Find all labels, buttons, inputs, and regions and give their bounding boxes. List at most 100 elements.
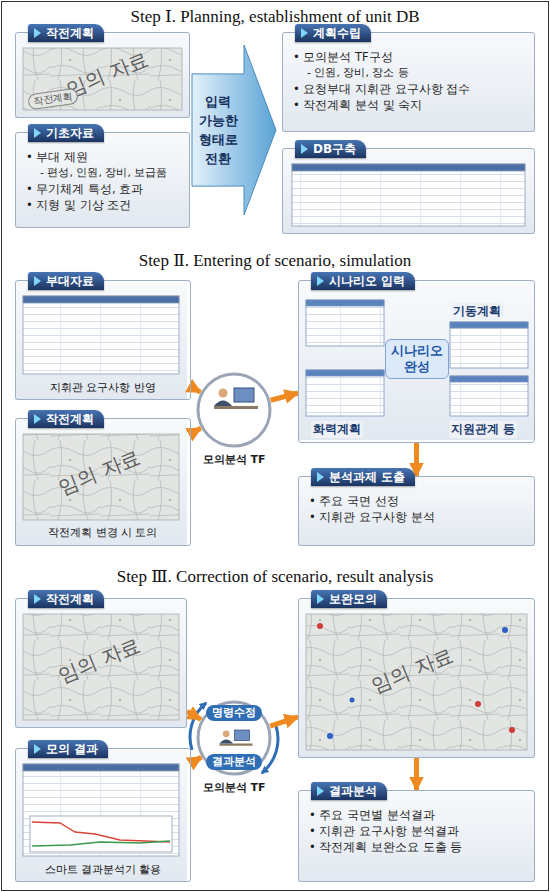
monitor [234, 388, 254, 402]
operator-circle: 모의분석 TF [196, 372, 272, 448]
scenario-windows [306, 300, 528, 416]
map-image [23, 434, 179, 520]
center-badge: 시나리오 완성 [385, 339, 449, 379]
window-thumb [450, 376, 528, 416]
panel-heading: 분석과제 도출 [311, 468, 415, 486]
desk [214, 406, 258, 409]
head [223, 730, 230, 737]
bullet-list: • 모의분석 TF구성- 인원, 장비, 장소 등• 요청부대 지휘관 요구사항… [293, 49, 470, 113]
window-label: 기동계획 [451, 303, 503, 320]
head [219, 389, 228, 398]
map-image [306, 614, 527, 750]
panel-heading: 작전계획 [28, 410, 104, 428]
panel-fill [298, 476, 535, 546]
content-panel: 기초자료• 부대 제원- 편성, 인원, 장비, 보급품• 무기체계 특성, 효… [15, 132, 190, 228]
operator-icon [214, 388, 258, 409]
map-image [23, 614, 179, 720]
panel-heading: 부대자료 [28, 272, 104, 290]
content-panel: 계획수립• 모의분석 TF구성- 인원, 장비, 장소 등• 요청부대 지휘관 … [282, 32, 535, 132]
panel-heading: DB구축 [295, 140, 366, 158]
bullet-list: • 주요 국면별 분석결과• 지휘관 요구사항 분석결과• 작전계획 보완소요 … [309, 807, 462, 855]
panel-heading: 작전계획 [28, 590, 104, 608]
content-panel: 분석과제 도출• 주요 국면 선정• 지휘관 요구사항 분석 [298, 476, 535, 546]
bullet-item: • 주요 국면별 분석결과 [309, 807, 462, 823]
content-panel: 작전계획임의 자료작전계획 [15, 32, 190, 118]
monitor [235, 730, 250, 741]
window-thumb [306, 300, 384, 346]
image-caption: 작전계획 변경 시 토의 [16, 526, 190, 540]
circle-label: 모의분석 TF [201, 452, 268, 467]
title-bar [450, 376, 528, 382]
flow-arrow [191, 387, 200, 392]
panel-heading: 보완모의 [311, 590, 387, 608]
image-caption: 지휘관 요구사항 반영 [16, 381, 190, 395]
bullet-item: • 작전계획 보완소요 도출 등 [309, 839, 462, 855]
unit-marker [502, 627, 508, 633]
bullet-item: • 주요 국면 선정 [309, 493, 435, 509]
title-bar [23, 296, 179, 303]
bullet-item: • 지휘관 요구사항 분석결과 [309, 823, 462, 839]
image-caption: 스마트 결과분석기 활용 [16, 863, 190, 877]
panel-fill [298, 598, 535, 758]
bullet-item: • 모의분석 TF구성 [293, 49, 470, 65]
map-watermark: 임의 자료 [54, 632, 144, 689]
flow-arrow [270, 717, 298, 726]
map-note: 작전계획 [27, 88, 79, 111]
arrow-shape [192, 45, 276, 215]
arrow-body [192, 45, 276, 215]
screenshot [23, 764, 179, 856]
chart-area [30, 816, 172, 852]
content-panel: 보완모의임의 자료 [298, 598, 535, 758]
window-label: 화력계획 [311, 421, 363, 438]
unit-marker [317, 623, 323, 629]
bullet-item: • 부대 제원 [26, 149, 167, 165]
map-images [23, 48, 527, 750]
content-panel: 작전계획임의 자료 [15, 598, 187, 728]
window-thumb [306, 370, 384, 416]
panel-heading: 모의 결과 [28, 740, 108, 758]
content-panel: 결과분석• 주요 국면별 분석결과• 지휘관 요구사항 분석결과• 작전계획 보… [298, 790, 535, 882]
unit-marker [475, 701, 481, 707]
circle-fill [196, 372, 272, 448]
cycle-label: 결과분석 [206, 754, 262, 770]
content-panel: 시나리오 입력기동계획시나리오 완성화력계획지원관계 등 [298, 280, 535, 443]
panel-heading: 작전계획 [28, 24, 104, 42]
circle-ring [198, 702, 270, 774]
bullet-list: • 부대 제원- 편성, 인원, 장비, 보급품• 무기체계 특성, 효과• 지… [26, 149, 167, 213]
body [220, 739, 234, 743]
panel-heading: 결과분석 [311, 782, 387, 800]
bullet-item: • 지형 및 기상 조건 [26, 197, 167, 213]
window-thumb [450, 322, 528, 368]
sub-item: - 편성, 인원, 장비, 보급품 [26, 165, 167, 181]
block-arrow: 입력 가능한 형태로 전환 [192, 45, 276, 215]
flow-arrow [187, 711, 201, 719]
step-title: Step Ⅱ. Entering of scenario, simulation [0, 250, 550, 271]
unit-marker [350, 698, 355, 703]
bullet-item: • 요청부대 지휘관 요구사항 접수 [293, 81, 470, 97]
flow-arrow [271, 393, 298, 400]
content-panel: 작전계획임의 자료작전계획 변경 시 토의 [15, 418, 191, 546]
body [214, 401, 232, 407]
flow-arrow [414, 443, 419, 476]
screenshot [23, 296, 179, 374]
flow-arrow [414, 758, 419, 790]
panel-fill [298, 790, 535, 882]
circle-ring [198, 374, 270, 446]
bullet-list: • 주요 국면 선정• 지휘관 요구사항 분석 [309, 493, 435, 525]
title-bar [306, 300, 384, 306]
desk [220, 744, 253, 746]
title-bar [23, 764, 179, 771]
panel-fills [15, 32, 535, 882]
panel-heading: 계획수립 [295, 24, 371, 42]
panel-fill [15, 32, 190, 118]
unit-marker [327, 733, 333, 739]
circle-shape [196, 372, 272, 448]
cycle-label: 명령수정 [206, 705, 262, 721]
panel-fill [282, 148, 535, 234]
window-label: 지원관계 등 [449, 421, 517, 438]
arrow-label: 입력 가능한 형태로 전환 [194, 92, 242, 168]
content-panel: DB구축 [282, 148, 535, 234]
sub-item: - 인원, 장비, 장소 등 [293, 65, 470, 81]
panel-fill [15, 132, 190, 228]
